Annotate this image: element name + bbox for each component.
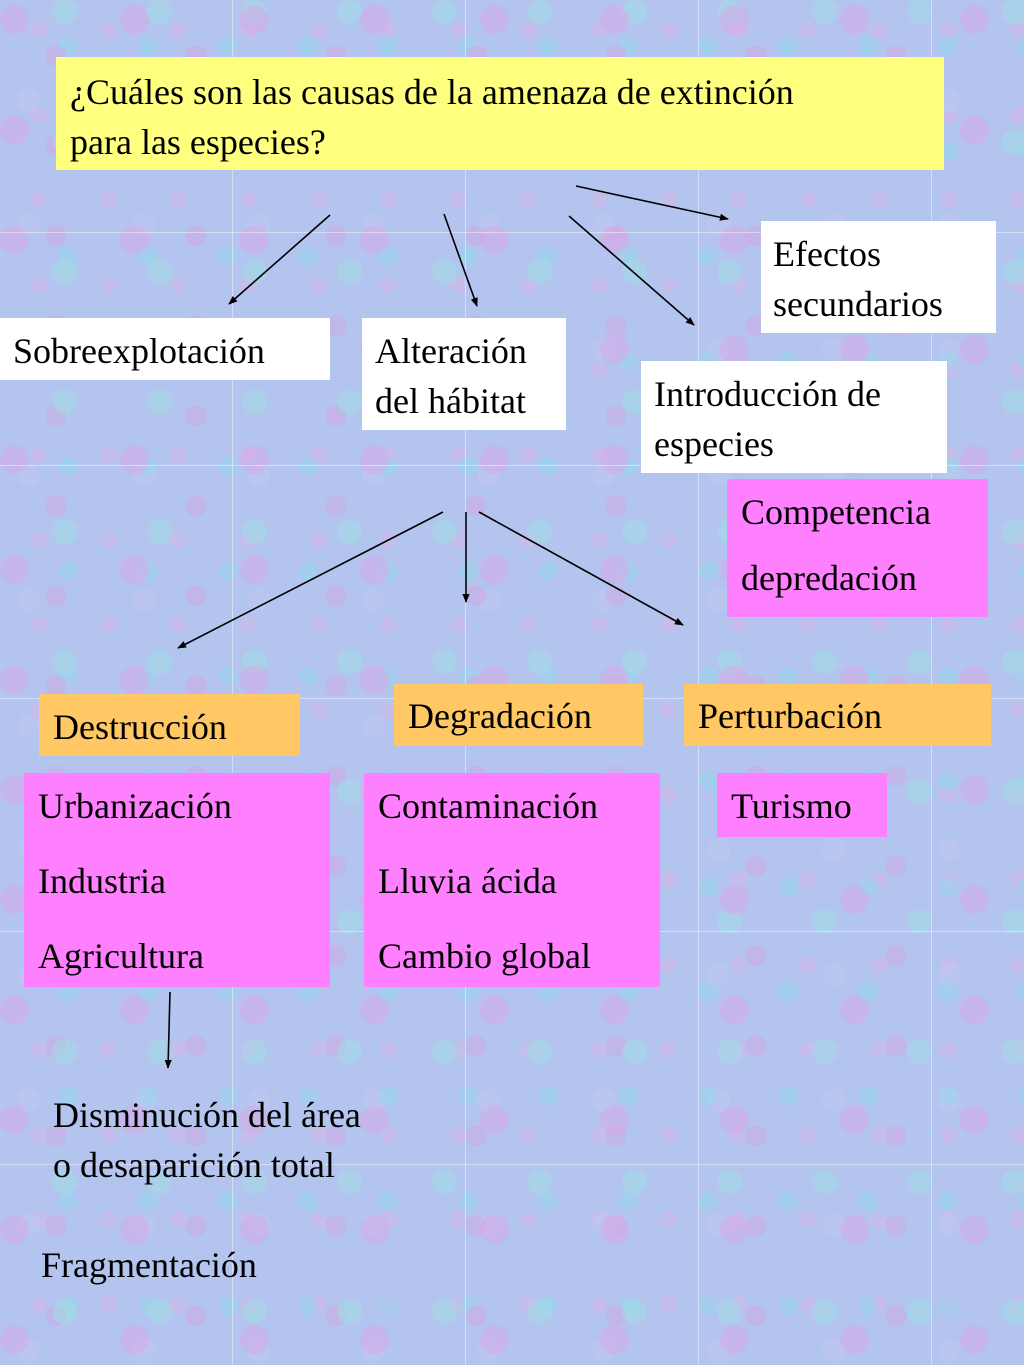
- pollution-label: Contaminación: [378, 786, 598, 826]
- area-loss-line-2: o desaparición total: [53, 1145, 335, 1185]
- arrow-to-side-effects: [575, 185, 729, 221]
- habitat-alteration-box: Alteración del hábitat: [362, 318, 566, 430]
- arrow-to-habitat-alteration: [443, 213, 478, 307]
- question-line-2: para las especies?: [70, 122, 326, 162]
- habitat-alteration-line-2: del hábitat: [375, 381, 526, 421]
- urbanization-label: Urbanización: [38, 786, 232, 826]
- predation-label: depredación: [741, 558, 917, 598]
- side-effects-box: Efectos secundarios: [761, 221, 996, 333]
- destruction-causes-box: Urbanización Industria Agricultura: [24, 773, 330, 987]
- perturbation-label: Perturbación: [698, 696, 882, 736]
- species-introduction-line-1: Introducción de: [654, 374, 881, 414]
- habitat-alteration-line-1: Alteración: [375, 331, 527, 371]
- side-effects-line-2: secundarios: [773, 284, 943, 324]
- area-loss-text: Disminución del área o desaparición tota…: [40, 1090, 440, 1200]
- arrow-to-species-introduction: [568, 215, 695, 326]
- arrow-to-perturbation: [478, 511, 684, 626]
- area-loss-line-1: Disminución del área: [53, 1095, 361, 1135]
- agriculture-label: Agricultura: [38, 936, 204, 976]
- destruction-label: Destrucción: [53, 707, 227, 747]
- degradation-box: Degradación: [394, 684, 643, 746]
- arrow-to-overexploitation: [228, 214, 331, 305]
- perturbation-box: Perturbación: [684, 684, 991, 746]
- overexploitation-box: Sobreexplotación: [0, 318, 330, 380]
- arrow-to-area-loss: [164, 991, 172, 1069]
- industry-label: Industria: [38, 861, 166, 901]
- arrow-to-destruction: [177, 511, 444, 649]
- question-line-1: ¿Cuáles son las causas de la amenaza de …: [70, 72, 794, 112]
- destruction-box: Destrucción: [39, 694, 300, 756]
- question-box: ¿Cuáles son las causas de la amenaza de …: [56, 57, 944, 170]
- fragmentation-text: Fragmentación: [28, 1240, 348, 1295]
- perturbation-causes-box: Turismo: [717, 773, 887, 837]
- species-introduction-box: Introducción de especies: [641, 361, 947, 473]
- acid-rain-label: Lluvia ácida: [378, 861, 557, 901]
- degradation-causes-box: Contaminación Lluvia ácida Cambio global: [364, 773, 660, 987]
- global-change-label: Cambio global: [378, 936, 591, 976]
- side-effects-line-1: Efectos: [773, 234, 881, 274]
- tourism-label: Turismo: [731, 786, 852, 826]
- competition-label: Competencia: [741, 492, 931, 532]
- fragmentation-label: Fragmentación: [41, 1245, 257, 1285]
- species-introduction-line-2: especies: [654, 424, 774, 464]
- introduction-effects-box: Competencia depredación: [727, 479, 988, 617]
- overexploitation-label: Sobreexplotación: [13, 331, 265, 371]
- degradation-label: Degradación: [408, 696, 592, 736]
